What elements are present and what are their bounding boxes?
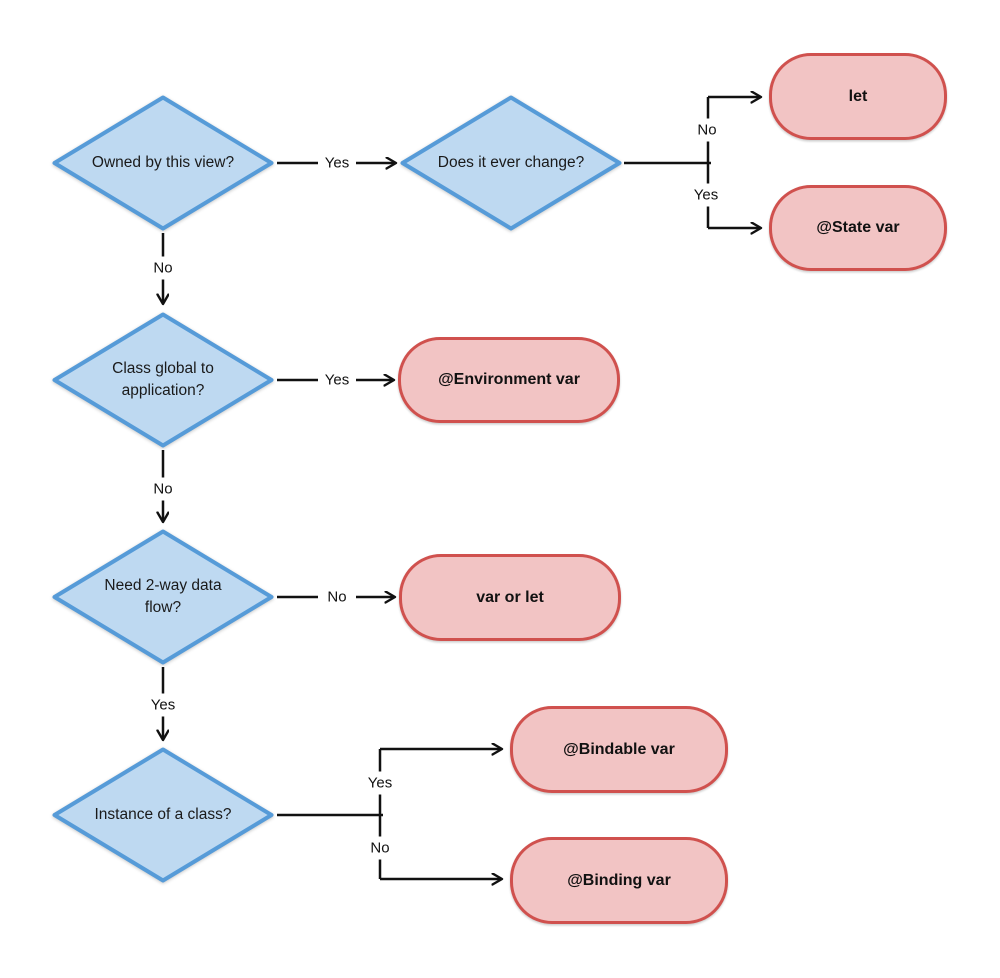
result-binding-label: @Binding var	[567, 871, 671, 889]
decision-twoway-label: Need 2-way data flow?	[104, 576, 222, 616]
result-var-or-let-label: var or let	[476, 588, 544, 606]
diamond-polygon	[52, 95, 274, 231]
edge-label-owned-yes: Yes	[320, 151, 354, 175]
edge-label-twoway-no: No	[323, 585, 351, 609]
edge-label-twoway-yes: Yes	[146, 693, 180, 717]
diamond-shape	[52, 312, 274, 448]
result-state-label: @State var	[816, 219, 900, 236]
result-binding-var: @Binding var	[510, 837, 728, 924]
diamond-shape	[400, 95, 622, 231]
result-let: let	[769, 53, 947, 140]
result-environment-label: @Environment var	[438, 371, 580, 388]
diamond-shape	[52, 529, 274, 665]
diamond-polygon	[52, 747, 274, 883]
result-environment-var: @Environment var	[398, 337, 620, 423]
edge-label-instance-no: No	[366, 836, 394, 860]
decision-class-global: Class global to application?	[52, 312, 274, 448]
diamond-shape	[52, 95, 274, 231]
diamond-polygon	[400, 95, 622, 231]
result-bindable-var: @Bindable var	[510, 706, 728, 793]
result-bindable-label: @Bindable var	[563, 740, 675, 758]
result-state-var: @State var	[769, 185, 947, 271]
decision-owned-label: Owned by this view?	[91, 153, 235, 171]
decision-instance-label: Instance of a class?	[94, 805, 232, 823]
decision-change-label: Does it ever change?	[437, 153, 585, 171]
decision-instance-of-class: Instance of a class?	[52, 747, 274, 883]
decision-does-it-change: Does it ever change?	[400, 95, 622, 231]
diamond-shape	[52, 747, 274, 883]
diamond-polygon	[52, 529, 274, 665]
edge-label-global-no: No	[149, 477, 177, 501]
result-var-or-let: var or let	[399, 554, 621, 641]
edge-label-global-yes: Yes	[320, 368, 354, 392]
edge-label-change-no: No	[693, 118, 721, 142]
decision-global-label: Class global to application?	[112, 359, 214, 399]
edge-label-change-yes: Yes	[689, 183, 723, 207]
decision-owned-by-view: Owned by this view?	[52, 95, 274, 231]
diamond-polygon	[52, 312, 274, 448]
result-let-label: let	[848, 87, 868, 105]
edge-label-instance-yes: Yes	[363, 771, 397, 795]
decision-two-way-flow: Need 2-way data flow?	[52, 529, 274, 665]
edge-label-owned-no: No	[149, 256, 177, 280]
